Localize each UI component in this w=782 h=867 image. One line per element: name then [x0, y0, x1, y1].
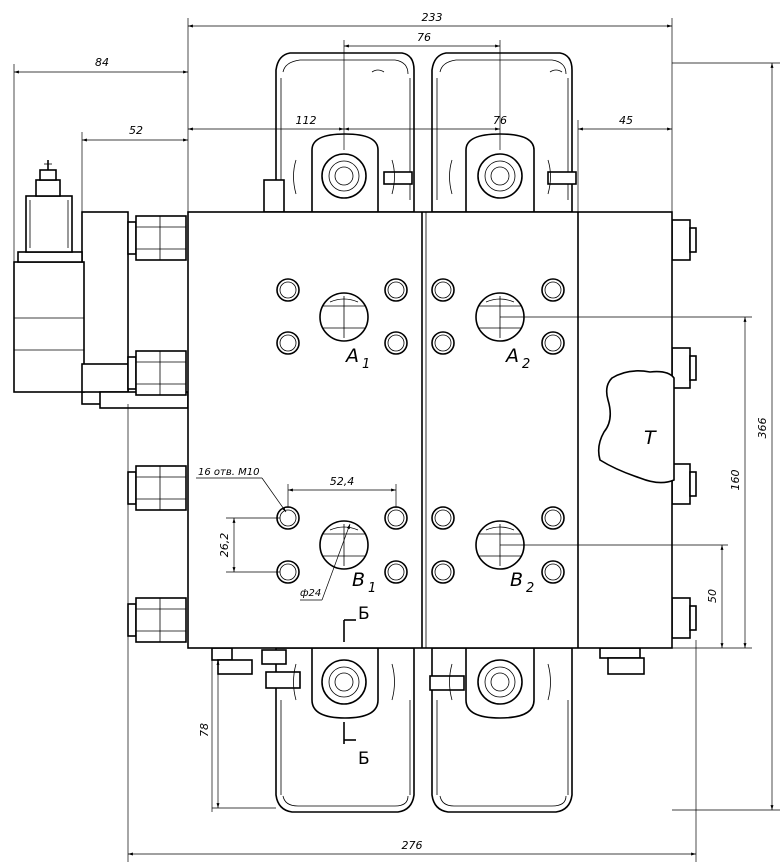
- hole-group-b2: [431, 506, 565, 584]
- dim-233: 233: [422, 11, 443, 24]
- label-a2-index: 2: [522, 357, 530, 372]
- dimension-labels: 233 76 84 52 112 76 45 366 160 50 78 276…: [95, 11, 769, 852]
- label-a2: A 2: [504, 345, 530, 372]
- label-b2-index: 2: [526, 581, 534, 596]
- dim-160: 160: [729, 470, 742, 491]
- dim-45: 45: [619, 114, 633, 127]
- label-a1-index: 1: [362, 357, 370, 372]
- label-a1-letter: A: [344, 345, 359, 367]
- label-b1-index: 1: [368, 581, 376, 596]
- section-mark-top: Б: [358, 604, 370, 624]
- label-a1: A 1: [344, 345, 370, 372]
- valve-body: [187, 211, 673, 649]
- bottom-nuts: [211, 647, 645, 675]
- label-b1: B 1: [352, 569, 376, 596]
- label-a2-letter: A: [504, 345, 519, 367]
- label-t: T: [644, 427, 657, 449]
- fitting-left-2: [127, 350, 187, 396]
- main-ports: [319, 292, 525, 570]
- dim-26-2: 26,2: [218, 533, 231, 558]
- port-labels: A 1 A 2 B 1 B 2 T: [344, 345, 657, 596]
- mounting-holes: [276, 278, 565, 584]
- label-b1-letter: B: [352, 569, 365, 591]
- dim-366: 366: [756, 418, 769, 439]
- left-fittings: [127, 215, 187, 643]
- section-labels: Б Б: [358, 604, 370, 769]
- spool-housing-top-right: [431, 52, 577, 213]
- dimension-lines: [13, 18, 780, 862]
- port-a1-bore: [319, 292, 369, 342]
- spool-housing-bottom-left: [261, 647, 415, 813]
- dim-port-diameter: ф24: [300, 588, 321, 599]
- dim-76-top: 76: [417, 31, 431, 44]
- spool-housing-top-left: [263, 52, 415, 213]
- port-b1-bore: [319, 520, 369, 570]
- solenoid-assembly: [13, 160, 189, 409]
- label-b2-letter: B: [510, 569, 523, 591]
- dim-112: 112: [296, 114, 317, 127]
- section-mark-bottom: Б: [358, 749, 370, 769]
- label-b2: B 2: [510, 569, 534, 596]
- dim-76-mid: 76: [493, 114, 507, 127]
- right-plugs: [671, 219, 697, 639]
- dim-84: 84: [95, 56, 109, 69]
- dim-78: 78: [198, 723, 211, 737]
- dim-52-4: 52,4: [330, 475, 355, 488]
- fitting-left-4: [127, 597, 187, 643]
- dim-50: 50: [706, 589, 719, 603]
- dim-276: 276: [402, 839, 423, 852]
- tank-port-region: [597, 370, 675, 484]
- hole-group-a2: [431, 278, 565, 355]
- dim-52: 52: [129, 124, 143, 137]
- fitting-left-3: [127, 465, 187, 511]
- fitting-left-1: [127, 215, 187, 261]
- hole-note: 16 отв. M10: [198, 467, 259, 478]
- spool-housing-bottom-right: [429, 647, 573, 813]
- hole-group-a1: [276, 278, 408, 355]
